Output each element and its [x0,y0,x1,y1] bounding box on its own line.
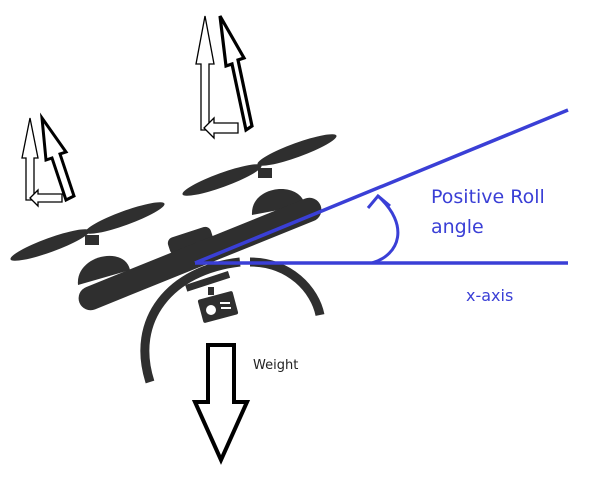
propeller-right-icon [182,134,337,196]
roll-angle-label-line2: angle [431,216,484,238]
camera-icon [185,271,239,323]
motor-left-icon [77,255,130,285]
drone-body [78,197,322,311]
propeller-left-icon [10,202,165,261]
thrust-arrow-icon [21,112,76,208]
roll-angle-arc-icon [366,193,400,265]
roll-angle-lines [194,108,569,265]
x-axis-label: x-axis [466,286,514,305]
roll-angle-label-line1: Positive Roll [431,186,545,208]
motor-right-icon [251,188,305,215]
weight-label: Weight [253,358,299,373]
weight-arrow-icon [191,343,251,465]
drone-battery [167,226,214,255]
thrust-arrow-icon [195,15,254,140]
